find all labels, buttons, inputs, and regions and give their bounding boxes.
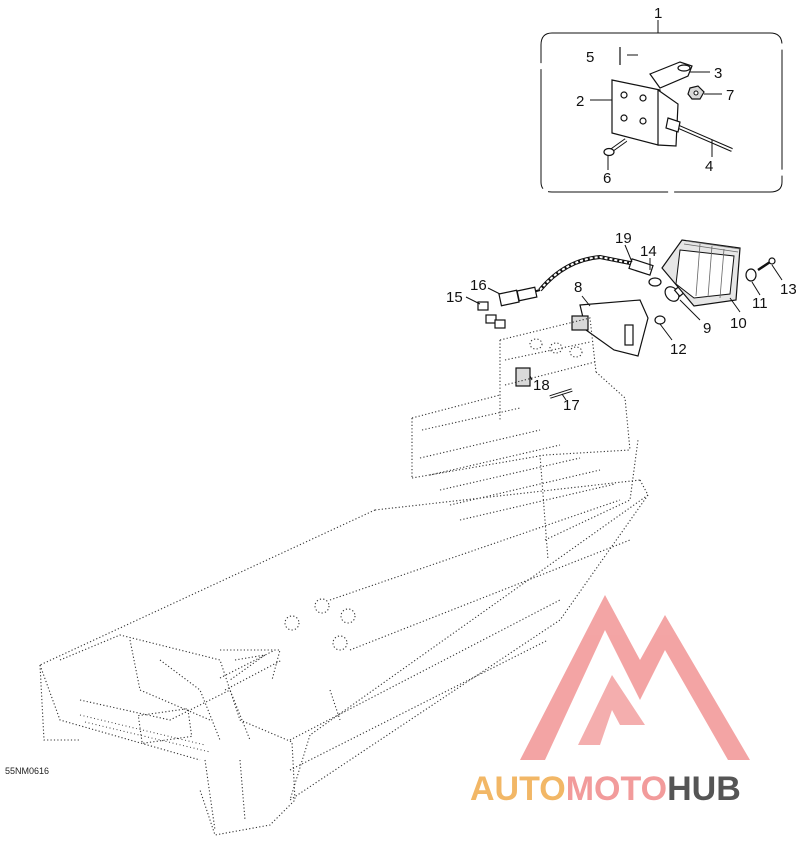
watermark-text: AUTOMOTOHUB xyxy=(470,770,741,808)
long-bolt xyxy=(665,117,733,152)
connector-part xyxy=(477,286,538,329)
light-bracket xyxy=(571,299,649,357)
leader-lines xyxy=(465,54,783,401)
short-bolt xyxy=(603,138,628,157)
relay-block xyxy=(515,367,531,387)
callout-11: 11 xyxy=(752,295,768,312)
washer-small xyxy=(654,315,666,325)
callout-labels: 1 2 3 4 5 6 7 8 9 10 11 12 13 14 15 16 1… xyxy=(446,5,797,414)
nut-part xyxy=(687,85,705,100)
watermark-moto: MOTO xyxy=(566,770,667,808)
bracket-plate xyxy=(611,79,679,147)
watermark-logo-icon xyxy=(520,595,750,760)
hinge-part xyxy=(649,61,693,89)
callout-4: 4 xyxy=(705,158,713,175)
washer-part xyxy=(745,268,757,282)
bulb-socket xyxy=(628,258,662,287)
lens-housing xyxy=(661,239,741,307)
drawing-code: 55NM0616 xyxy=(5,766,49,776)
detail-box xyxy=(540,20,783,193)
watermark-auto: AUTO xyxy=(470,770,566,808)
callout-8: 8 xyxy=(574,279,582,296)
callout-19: 19 xyxy=(615,230,632,247)
callout-1: 1 xyxy=(654,5,662,22)
callout-12: 12 xyxy=(670,341,687,358)
callout-9: 9 xyxy=(703,320,711,337)
callout-7: 7 xyxy=(726,87,734,104)
callout-2: 2 xyxy=(576,93,584,110)
chassis-frame xyxy=(39,317,649,836)
callout-16: 16 xyxy=(470,277,487,294)
callout-3: 3 xyxy=(714,65,722,82)
callout-6: 6 xyxy=(603,170,611,187)
watermark-hub: HUB xyxy=(667,770,741,808)
callout-5: 5 xyxy=(586,49,594,66)
svg-text:AUTOMOTOHUB: AUTOMOTOHUB xyxy=(470,770,741,808)
callout-14: 14 xyxy=(640,243,657,260)
callout-15: 15 xyxy=(446,289,463,306)
callout-10: 10 xyxy=(730,315,747,332)
mount-bolt xyxy=(549,388,573,399)
callout-17: 17 xyxy=(563,397,580,414)
screw-part xyxy=(757,257,776,272)
callout-13: 13 xyxy=(780,281,797,298)
callout-18: 18 xyxy=(533,377,550,394)
